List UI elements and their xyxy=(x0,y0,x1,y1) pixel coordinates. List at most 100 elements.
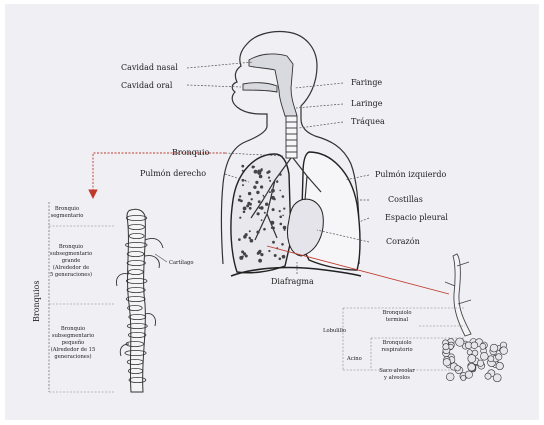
bronchiole-dot xyxy=(265,203,268,206)
label-segmentario-1: Bronquio xyxy=(55,206,79,212)
bronchiole-dot xyxy=(282,255,286,259)
label-traquea: Tráquea xyxy=(351,117,385,126)
label-respiratorio-1: Bronquiolo xyxy=(383,340,412,346)
diagram-panel: Cavidad nasal Cavidad oral Faringe Larin… xyxy=(5,4,539,420)
bronchiole-dot xyxy=(279,216,282,219)
label-bronquios: Bronquios xyxy=(32,281,41,322)
label-subseg-pequeno-3: pequeño xyxy=(62,339,85,346)
bronchiole-dot xyxy=(256,191,259,194)
bronchiole-dot xyxy=(269,180,271,182)
bronchiole-dot xyxy=(283,208,285,210)
bronchiole-dot xyxy=(251,198,253,200)
label-subseg-pequeno-1: Bronquio xyxy=(61,326,85,332)
terminal-bronchiole xyxy=(453,254,471,336)
label-cartilago: Cartílago xyxy=(169,259,193,266)
bronchiole-dot xyxy=(263,195,265,197)
bronchiole-dot xyxy=(259,207,261,209)
alveolus xyxy=(496,362,503,369)
bronchiole-dot xyxy=(256,231,259,234)
label-costillas: Costillas xyxy=(388,195,423,204)
bronchiole-dot xyxy=(254,170,258,174)
label-acino: Acino xyxy=(346,356,362,362)
alveolus xyxy=(485,373,491,379)
label-cavidad-oral: Cavidad oral xyxy=(121,81,173,90)
label-subseg-pequeno-4: (Alrededor de 15 xyxy=(51,346,96,353)
trachea xyxy=(286,116,297,158)
bronchiole-dot xyxy=(260,185,263,188)
label-respiratorio-2: respiratorio xyxy=(381,347,412,353)
label-laringe: Laringe xyxy=(351,99,383,108)
respiratory-diagram: Cavidad nasal Cavidad oral Faringe Larin… xyxy=(5,4,539,420)
bronchiole-dot xyxy=(279,258,282,261)
bronchiole-dot xyxy=(249,237,251,239)
alveolus xyxy=(456,338,464,346)
label-espacio-pleural: Espacio pleural xyxy=(385,213,448,222)
label-subseg-grande-5: 5 generaciones) xyxy=(50,271,92,278)
label-terminal-2: terminal xyxy=(386,317,409,323)
label-subseg-grande-2: subsegmentario xyxy=(50,251,92,257)
bronchiole-dot xyxy=(249,207,252,210)
bronchiole-dot xyxy=(261,219,263,221)
bronchiole-dot xyxy=(253,166,255,168)
bronchiole-dot xyxy=(282,195,285,198)
bronchiole-dot xyxy=(253,186,256,189)
bronchiole-dot xyxy=(248,192,251,195)
bronchiole-dot xyxy=(283,226,287,230)
bronchiole-dot xyxy=(257,212,260,215)
bronchiole-dot xyxy=(238,238,241,241)
bronchiole-dot xyxy=(271,189,275,193)
label-corazon: Corazón xyxy=(386,237,420,246)
bronchiole-dot xyxy=(276,181,278,183)
label-bronquio: Bronquio xyxy=(172,148,210,157)
bronchiole-dot xyxy=(250,239,254,243)
bronchiole-dot xyxy=(239,217,241,219)
bronchiole-dot xyxy=(266,171,269,174)
bronchiole-dot xyxy=(242,184,244,186)
alveolus xyxy=(480,352,488,360)
label-subseg-pequeno-5: generaciones) xyxy=(54,353,91,360)
bronchiole-dot xyxy=(279,210,281,212)
alveolus xyxy=(465,371,472,378)
bronchiole-dot xyxy=(249,230,251,232)
alveolus xyxy=(443,344,449,350)
label-pulmon-derecho: Pulmón derecho xyxy=(140,169,206,178)
bronchiole-dot xyxy=(263,228,266,231)
bronchiole-dot xyxy=(245,255,248,258)
label-subseg-grande-1: Bronquio xyxy=(59,244,83,250)
bronchiole-dot xyxy=(271,227,273,229)
label-subseg-pequeno-2: subsegmentario xyxy=(52,333,94,339)
label-saco-2: y alveolos xyxy=(383,375,410,381)
alveolus xyxy=(446,373,454,381)
bronchiole-dot xyxy=(279,190,281,192)
bronchiole-dot xyxy=(258,200,261,203)
alveolus xyxy=(443,359,450,366)
bronchiole-dot xyxy=(284,229,286,231)
bronchial-tree-detail: Bronquios Bronquio segmentario Bronquio … xyxy=(32,202,193,392)
bronchiole-dot xyxy=(259,175,263,179)
bronchiole-dot xyxy=(263,196,265,198)
label-faringe: Faringe xyxy=(351,78,382,87)
bronchiole-dot xyxy=(243,211,246,214)
bronchiole-dot xyxy=(279,173,282,176)
lungs xyxy=(231,152,361,276)
bronchiole-dot xyxy=(282,215,284,217)
alveolus xyxy=(468,355,476,363)
alveolus xyxy=(477,360,483,366)
bronchiole-dot xyxy=(272,208,275,211)
alveolus xyxy=(467,350,472,355)
bronchiole-dot xyxy=(271,196,275,200)
alveolus xyxy=(496,354,502,360)
label-diafragma: Diafragma xyxy=(271,277,314,286)
alveolus xyxy=(500,347,508,355)
bronchiole-dot xyxy=(243,235,247,239)
bronchiole-dot xyxy=(260,253,263,256)
bronchiole-dot xyxy=(264,212,266,214)
bronchiole-dot xyxy=(242,170,244,172)
bronchiole-dot xyxy=(257,170,261,174)
alveolus xyxy=(480,343,486,349)
bronchiole-dot xyxy=(241,165,244,168)
bronchiole-dot xyxy=(239,195,241,197)
alveolus xyxy=(468,363,476,371)
label-saco-1: Saco alveolar xyxy=(379,368,415,374)
label-lobulillo: Lobulillo xyxy=(323,328,346,334)
